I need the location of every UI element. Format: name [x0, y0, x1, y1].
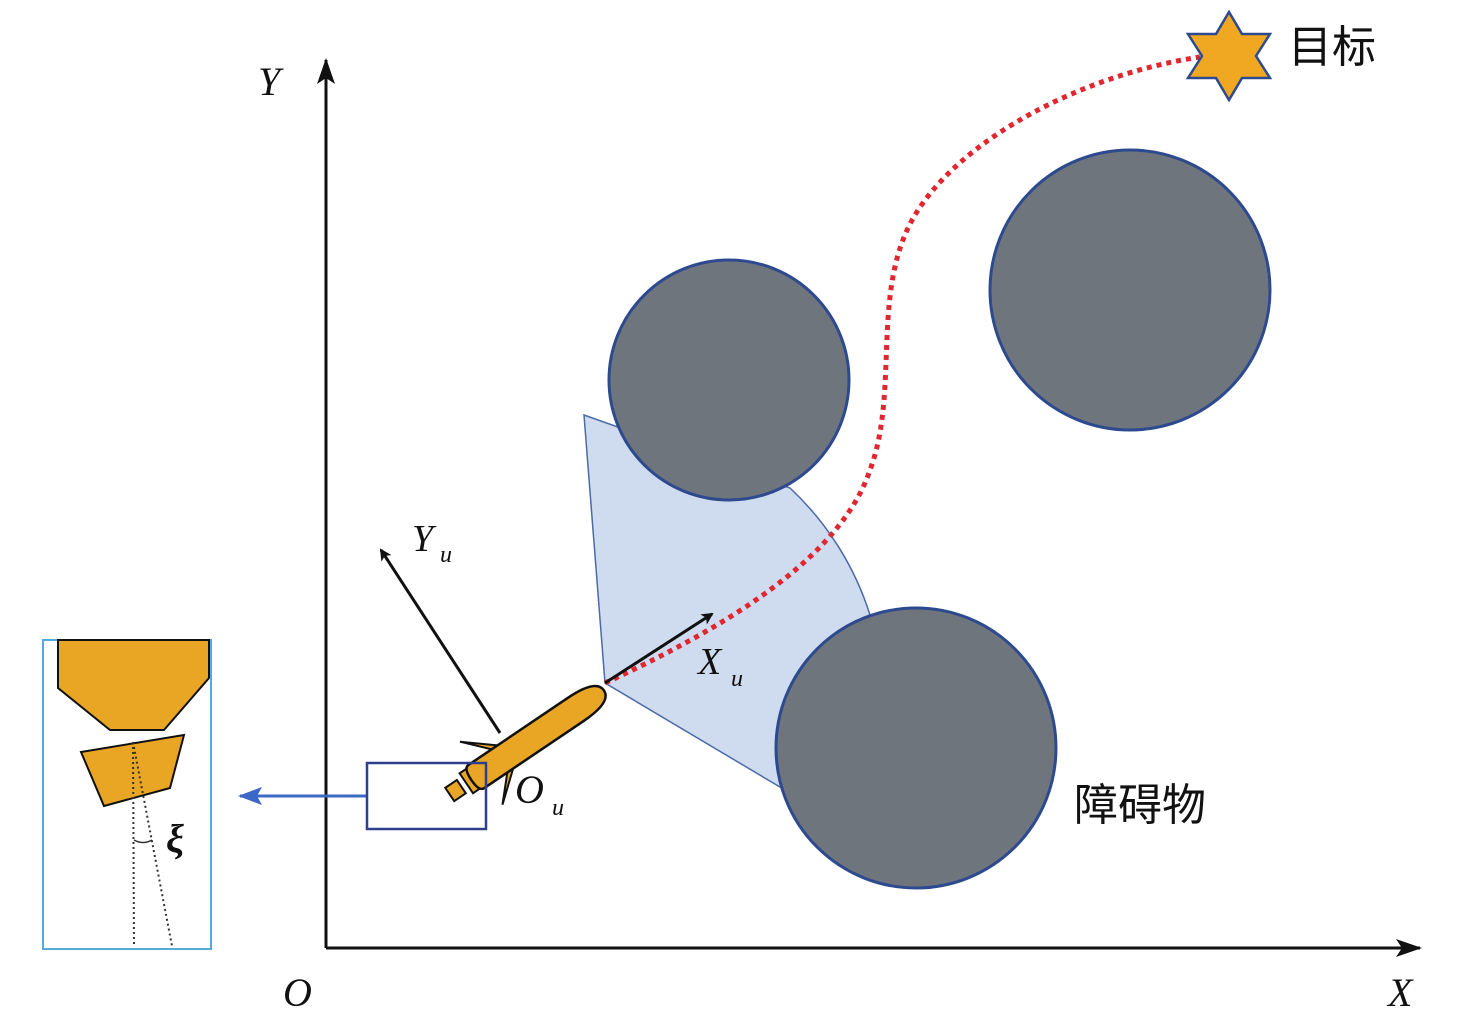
propeller-inset [42, 639, 212, 950]
propeller-highlight-box [365, 761, 488, 831]
underwater-vehicle [443, 684, 607, 805]
obstacle-circle-upper-left [607, 258, 851, 502]
yu-axis-arrow [379, 548, 502, 734]
xi-angle-label: ξ [166, 816, 184, 861]
xu-label: X [696, 641, 723, 683]
target-star-icon [1185, 9, 1273, 103]
obstacle-label: 障碍物 [1074, 780, 1206, 831]
y-axis-label: Y [258, 59, 284, 104]
target-label: 目标 [1288, 22, 1376, 73]
x-axis-label: X [1386, 970, 1414, 1015]
planned-path [603, 54, 1201, 686]
yu-label: Y [412, 518, 437, 560]
origin-label: O [283, 970, 312, 1015]
ou-label: O [515, 767, 544, 812]
xu-subscript: u [731, 666, 743, 692]
obstacle-circle-lower [774, 606, 1058, 890]
obstacle-circle-right [988, 148, 1272, 432]
ou-subscript: u [552, 795, 564, 821]
xu-axis-arrow [604, 612, 714, 685]
yu-subscript: u [440, 542, 452, 568]
